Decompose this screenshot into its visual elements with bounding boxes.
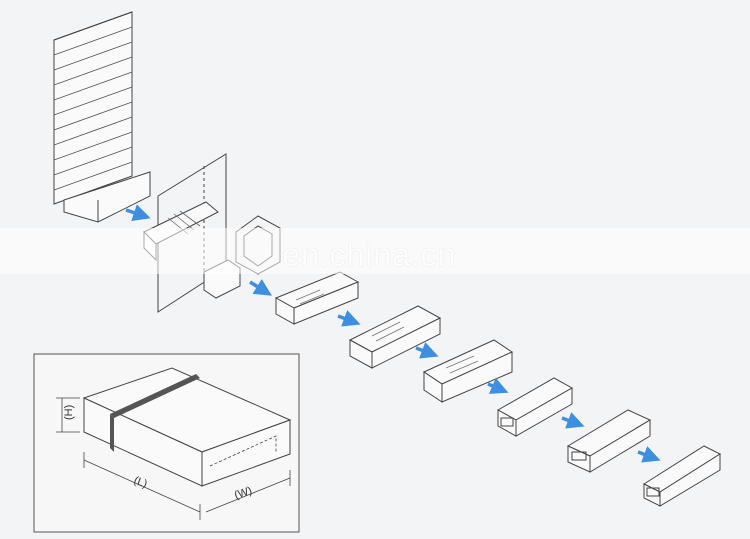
flow-arrow-icon — [638, 452, 654, 458]
flow-arrow-icon — [126, 210, 144, 216]
package-step-3 — [424, 340, 512, 402]
flow-arrow-icon — [562, 418, 578, 424]
flow-arrow-icon — [488, 384, 502, 390]
package-step-5 — [568, 410, 650, 472]
package-step-2 — [350, 306, 440, 368]
flow-arrow-icon — [250, 282, 266, 292]
flow-arrow-icon — [338, 316, 354, 322]
package-step-1 — [276, 272, 358, 324]
watermark-text: en.china.cn — [282, 236, 456, 274]
flow-arrow-icon — [416, 348, 432, 354]
dimension-panel: (H) (L) (W) — [34, 354, 299, 532]
package-step-6 — [644, 446, 720, 506]
blank-stack — [54, 12, 150, 222]
package-step-4 — [498, 378, 572, 436]
height-label: (H) — [63, 405, 75, 420]
